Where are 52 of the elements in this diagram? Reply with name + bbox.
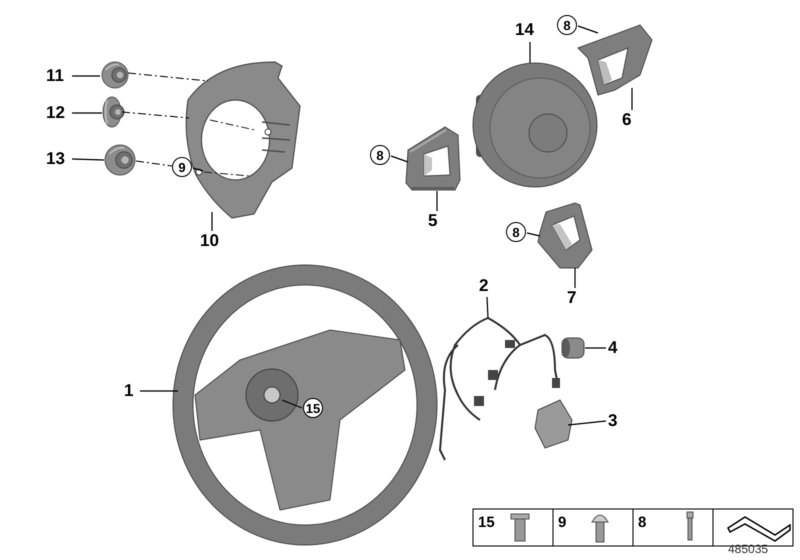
callout-number: 11 [46,66,64,86]
airbag-drawing [472,62,598,188]
leader-line [140,390,178,392]
part-number: 9 [558,514,566,532]
callout-number: 1 [124,381,134,401]
callout-number: 14 [515,20,534,40]
center-line [136,160,172,166]
part-number: 8 [638,514,646,532]
center-line [122,112,190,118]
callout-number: 9 [172,157,192,177]
cap-drawing [102,96,124,128]
drawing-number: 485035 [728,541,768,558]
leader-line [72,158,104,161]
center-line [128,72,208,82]
leader-line [436,191,438,211]
cap-drawing [104,144,136,176]
callout-number: 10 [200,231,219,251]
trim-cover-drawing [537,202,593,268]
leader-line [631,88,633,110]
callout-number: 8 [506,222,526,242]
leader-line [578,25,598,34]
part-number: 15 [478,514,495,532]
leader-line [282,399,302,409]
leader-line [192,167,204,172]
callout-number: 13 [46,149,65,169]
callout-number: 7 [567,288,576,308]
leader-line [529,42,531,63]
leader-line [574,268,576,288]
leader-line [526,232,540,237]
callout-number: 2 [479,276,488,296]
callout-number: 8 [557,15,577,35]
steering-wheel-drawing [172,264,438,546]
callout-number: 4 [608,338,618,358]
callout-number: 12 [46,103,65,123]
trim-ring-drawing [186,61,301,219]
leader-line [72,75,100,77]
callout-number: 5 [428,211,438,231]
callout-number: 8 [370,145,390,165]
leader-line [72,112,102,114]
callout-number: 3 [608,411,618,431]
trim-cover-drawing [405,126,460,190]
connector-drawing [562,338,584,358]
callout-number: 6 [622,110,632,130]
leader-line [390,155,408,163]
wiring-harness-drawing [439,317,560,461]
cap-drawing [102,62,128,88]
leader-line [211,212,213,231]
control-module-drawing [534,399,573,449]
leader-line [486,296,489,318]
trim-cover-drawing [577,24,653,96]
leader-line [568,420,606,426]
leader-line [585,347,606,349]
